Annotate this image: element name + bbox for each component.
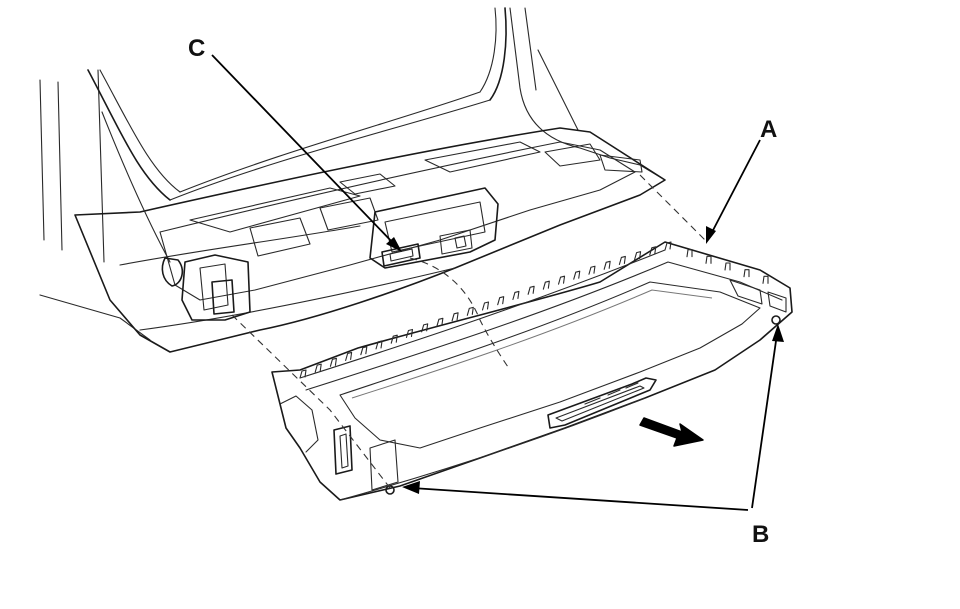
clip-tab xyxy=(588,265,596,275)
clip-tab xyxy=(497,296,505,306)
clip-tab xyxy=(436,317,444,327)
clip-tab xyxy=(481,301,490,311)
clip-tab xyxy=(705,255,712,264)
clip-tab xyxy=(664,241,672,251)
callout-b-arrowhead-left xyxy=(402,481,420,494)
clip-tab xyxy=(686,249,693,258)
cargo-sill-panel xyxy=(74,111,666,353)
callout-a-arrowhead xyxy=(706,226,716,244)
clip-tab xyxy=(314,363,322,373)
clip-tab xyxy=(724,262,731,271)
clip-tab xyxy=(603,260,611,270)
clip-tab xyxy=(512,290,520,301)
callout-c-arrowhead xyxy=(386,237,402,252)
clip-tab xyxy=(762,275,769,284)
clip-tab xyxy=(405,328,414,339)
clip-tab xyxy=(466,306,474,316)
alignment-lines xyxy=(231,174,706,489)
callout-b-leader-left xyxy=(411,487,749,511)
clip-tab xyxy=(618,255,626,266)
callout-b-leader-right xyxy=(751,333,778,509)
clip-tab xyxy=(743,269,750,278)
clip-tab xyxy=(573,270,581,280)
clip-tab xyxy=(360,346,368,356)
clip-tab xyxy=(375,340,383,350)
callout-label-b: B xyxy=(752,521,769,548)
removal-direction-arrow xyxy=(639,417,704,447)
callout-b-arrowhead-right xyxy=(772,324,784,342)
clip-tab xyxy=(390,334,398,344)
retaining-clip-tabs xyxy=(299,241,769,379)
clip-tab xyxy=(451,312,459,322)
callout-label-a: A xyxy=(760,116,777,143)
clip-tab xyxy=(557,275,566,285)
clip-tab xyxy=(345,351,353,362)
callout-a-leader xyxy=(709,139,761,237)
clip-tab xyxy=(299,369,307,379)
clip-tab xyxy=(649,246,657,256)
clip-tab xyxy=(527,285,535,295)
tailgate-trim-panel-a xyxy=(271,241,793,501)
clip-tab xyxy=(634,251,642,261)
callout-c-leader xyxy=(211,54,396,246)
callout-label-c: C xyxy=(188,35,205,62)
clip-tab xyxy=(542,280,550,290)
clip-tab xyxy=(421,323,429,333)
callout-leaders xyxy=(211,54,784,511)
clip-tab xyxy=(329,357,337,367)
